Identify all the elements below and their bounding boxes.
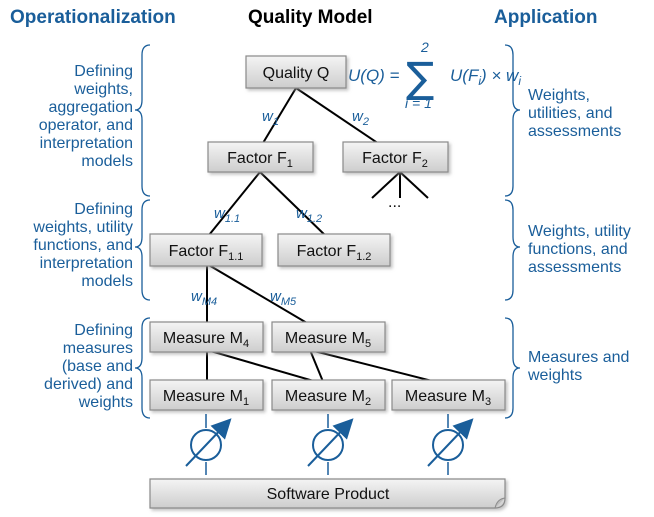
- node-measure3-label: Measure M3: [405, 388, 491, 408]
- svg-text:weights, utility: weights, utility: [32, 219, 133, 236]
- software-product-shape: [149, 478, 506, 509]
- right-brace-1: [504, 44, 521, 197]
- weight-w1: w1: [262, 108, 279, 128]
- svg-text:interpretation: interpretation: [40, 135, 133, 152]
- node-quality-label: Quality Q: [263, 65, 330, 82]
- node-factor1-label: Factor F1: [227, 150, 293, 170]
- left-note-2: Defining weights, utility functions, and…: [32, 201, 133, 290]
- left-note-1: Defining weights, aggregation operator, …: [39, 63, 133, 170]
- weight-w12: w1.2: [296, 205, 322, 225]
- svg-text:assessments: assessments: [528, 259, 621, 276]
- header-quality-model: Quality Model: [248, 7, 373, 28]
- meter-icon: [307, 414, 354, 475]
- svg-text:Measures and: Measures and: [528, 349, 629, 366]
- node-factor11-box: [149, 233, 263, 267]
- svg-text:models: models: [81, 153, 133, 170]
- left-brace-3: [134, 317, 151, 419]
- node-factor2-box: [342, 141, 449, 173]
- right-brace-3: [504, 317, 521, 419]
- svg-text:Defining: Defining: [74, 201, 133, 218]
- node-measure5-label: Measure M5: [285, 330, 371, 350]
- weight-wM4: wM4: [191, 288, 217, 308]
- node-measure4-box: [149, 321, 264, 353]
- node-factor1-box: [207, 141, 314, 173]
- meter-icon: [427, 414, 474, 475]
- svg-text:interpretation: interpretation: [40, 255, 133, 272]
- left-brace-2: [134, 199, 151, 301]
- svg-text:assessments: assessments: [528, 123, 621, 140]
- svg-text:U(Fi) × wi: U(Fi) × wi: [450, 66, 521, 88]
- tree-edges: [204, 87, 445, 385]
- svg-text:Weights,: Weights,: [528, 87, 590, 104]
- svg-text:models: models: [81, 273, 133, 290]
- svg-text:U(Q) =: U(Q) =: [348, 66, 400, 85]
- svg-text:functions, and: functions, and: [33, 237, 133, 254]
- svg-text:i = 1: i = 1: [405, 95, 432, 111]
- header-application: Application: [494, 7, 597, 28]
- svg-text:weights: weights: [527, 367, 582, 384]
- utility-formula: U(Q) = 2 ∑ i = 1 U(Fi) × wi: [348, 39, 521, 111]
- node-factor11-label: Factor F1.1: [169, 243, 244, 263]
- svg-text:weights: weights: [78, 394, 133, 411]
- node-measure2-label: Measure M2: [285, 388, 371, 408]
- weight-wM5: wM5: [270, 288, 297, 308]
- svg-text:Weights, utility: Weights, utility: [528, 223, 631, 240]
- svg-text:derived) and: derived) and: [44, 376, 133, 393]
- right-brace-2: [504, 199, 521, 301]
- svg-text:operator, and: operator, and: [39, 117, 133, 134]
- node-factor12-box: [277, 233, 391, 267]
- node-factor12-label: Factor F1.2: [297, 243, 372, 263]
- software-product-label: Software Product: [267, 486, 390, 503]
- left-note-3: Defining measures (base and derived) and…: [44, 322, 133, 411]
- svg-text:functions, and: functions, and: [528, 241, 628, 258]
- svg-text:weights,: weights,: [73, 81, 133, 98]
- weight-w2: w2: [352, 108, 369, 128]
- svg-text:aggregation: aggregation: [48, 99, 133, 116]
- right-note-2: Weights, utility functions, and assessme…: [528, 223, 631, 276]
- ellipsis: ...: [388, 194, 401, 211]
- header-operationalization: Operationalization: [10, 7, 176, 28]
- node-measure3-box: [391, 379, 506, 411]
- node-measure2-box: [271, 379, 386, 411]
- node-quality-box: [245, 55, 347, 89]
- svg-text:utilities, and: utilities, and: [528, 105, 613, 122]
- node-measure4-label: Measure M4: [163, 330, 249, 350]
- node-measure5-box: [271, 321, 386, 353]
- weight-w11: w1.1: [214, 205, 240, 225]
- node-measure1-box: [149, 379, 264, 411]
- svg-text:∑: ∑: [406, 53, 434, 102]
- meter-icon: [185, 414, 232, 475]
- right-note-3: Measures and weights: [527, 349, 629, 384]
- node-measure1-label: Measure M1: [163, 388, 249, 408]
- svg-text:measures: measures: [63, 340, 133, 357]
- svg-text:Defining: Defining: [74, 322, 133, 339]
- node-factor2-label: Factor F2: [362, 150, 428, 170]
- svg-text:(base and: (base and: [62, 358, 133, 375]
- right-note-1: Weights, utilities, and assessments: [528, 87, 621, 140]
- svg-text:2: 2: [420, 39, 429, 55]
- left-brace-1: [134, 44, 151, 197]
- svg-text:Defining: Defining: [74, 63, 133, 80]
